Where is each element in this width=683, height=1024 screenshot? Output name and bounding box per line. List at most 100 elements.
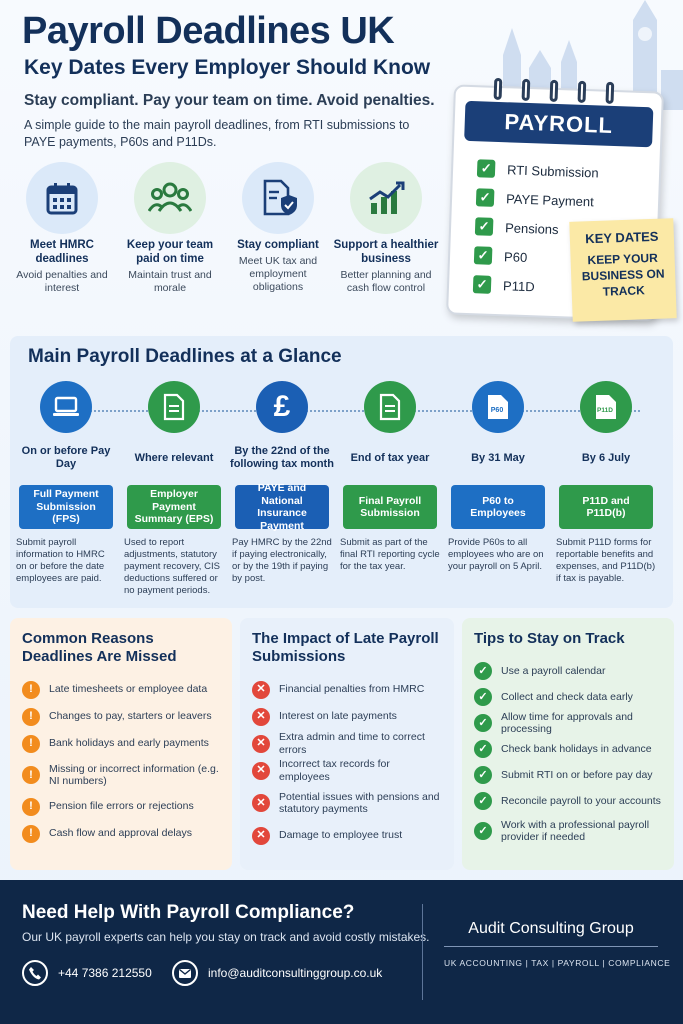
list-item-text: Reconcile payroll to your accounts	[501, 794, 661, 807]
growth-chart-icon	[350, 162, 422, 234]
benefit-desc: Meet UK tax and employment obligations	[238, 255, 318, 293]
deadline-desc: Pay HMRC by the 22nd if paying electroni…	[232, 537, 332, 584]
warning-icon: !	[22, 707, 40, 726]
warning-icon: !	[22, 797, 40, 816]
benefit-item: Meet HMRC deadlines Avoid penalties and …	[8, 162, 116, 295]
deadline-desc: Used to report adjustments, statutory pa…	[124, 537, 220, 596]
checklist-label: RTI Submission	[506, 161, 599, 180]
p11d-icon-label: P11D	[597, 407, 613, 414]
p11d-document-icon: P11D	[580, 381, 632, 433]
list-item: ✓ Use a payroll calendar	[474, 658, 662, 684]
clipboard-title: PAYROLL	[464, 100, 654, 148]
list-item-text: Potential issues with pensions and statu…	[279, 790, 440, 816]
benefit-title: Meet HMRC deadlines	[30, 239, 94, 265]
email-contact[interactable]: info@auditconsultinggroup.co.uk	[172, 960, 382, 986]
binder-ring-icon	[521, 78, 531, 102]
shield-document-icon	[242, 162, 314, 234]
list-item: ✓Collect and check data early	[474, 684, 662, 710]
checkmark-icon: ✓	[475, 188, 495, 207]
email-icon	[172, 960, 198, 986]
list-item-text: Late timesheets or employee data	[49, 683, 208, 696]
binder-ring-icon	[605, 81, 615, 104]
cross-icon: ✕	[252, 761, 270, 780]
brand-rule	[444, 946, 658, 947]
list-item-text: Damage to employee trust	[279, 829, 403, 842]
deadline-label: Full Payment Submission (FPS)	[19, 485, 113, 529]
benefit-desc: Avoid penalties and interest	[16, 269, 108, 294]
checklist-label: P11D	[502, 277, 535, 294]
warning-icon: !	[22, 824, 40, 843]
checklist-item: ✓PAYE Payment	[475, 188, 594, 210]
page-title: Payroll Deadlines UK	[22, 10, 395, 52]
document-icon	[364, 381, 416, 433]
warning-icon: !	[22, 680, 40, 699]
list-item-text: Extra admin and time to correct errors	[279, 731, 425, 756]
list-item: ✕ Incorrect tax records for employees	[252, 757, 442, 784]
list-item: ! Pension file errors or rejections	[22, 793, 220, 820]
benefit-title: Support a healthier business	[333, 239, 439, 265]
list-item-text: Submit RTI on or before pay day	[501, 768, 653, 781]
list-item: ✓Reconcile payroll to your accounts	[474, 788, 662, 814]
impact-title: The Impact of Late Payroll Submissions	[252, 630, 439, 665]
deadline-desc: Submit P11D forms for reportable benefit…	[556, 537, 656, 584]
benefit-item: Stay compliant Meet UK tax and employmen…	[224, 162, 332, 294]
deadline-date: Where relevant	[134, 451, 214, 464]
list-item-text: Cash flow and approval delays	[49, 827, 193, 840]
checklist-item: ✓RTI Submission	[476, 159, 599, 181]
list-item: ! Cash flow and approval delays	[22, 820, 220, 847]
page-subtitle: Key Dates Every Employer Should Know	[24, 56, 431, 79]
check-circle-icon: ✓	[474, 766, 492, 784]
intro-text: A simple guide to the main payroll deadl…	[24, 118, 410, 149]
list-item: ✕ Potential issues with pensions and stat…	[252, 784, 442, 822]
email-address[interactable]: info@auditconsultinggroup.co.uk	[208, 966, 383, 980]
tips-title: Tips to Stay on Track	[474, 630, 625, 647]
list-item: !Missing or incorrect information (e.g. …	[22, 757, 220, 793]
list-item: ! Changes to pay, starters or leavers	[22, 703, 220, 730]
list-item-text: Bank holidays and early payments	[49, 737, 209, 750]
deadline-item: £ By the 22nd of the following tax month…	[228, 381, 336, 585]
checkmark-icon: ✓	[472, 275, 492, 294]
pound-icon: £	[256, 381, 308, 433]
benefit-desc: Better planning and cash flow control	[340, 269, 432, 294]
footer: Need Help With Payroll Compliance? Our U…	[0, 880, 683, 1024]
sticky-note-title: KEY DATES	[585, 228, 659, 247]
footer-title: Need Help With Payroll Compliance?	[22, 902, 355, 923]
phone-contact[interactable]: +44 7386 212550	[22, 960, 152, 986]
benefit-item: Keep your team paid on time Maintain tru…	[116, 162, 224, 295]
list-item: ✕ Damage to employee trust	[252, 822, 442, 849]
benefit-item: Support a healthier business Better plan…	[332, 162, 440, 295]
list-item: ✕Financial penalties from HMRC	[252, 676, 442, 703]
deadline-item: End of tax year Final Payroll Submission…	[336, 381, 444, 573]
cross-icon: ✕	[252, 826, 270, 845]
list-item-text: Pension file errors or rejections	[49, 800, 194, 813]
cross-icon: ✕	[252, 707, 270, 726]
cross-icon: ✕	[252, 794, 270, 812]
checkmark-icon: ✓	[474, 217, 494, 236]
deadlines-title: Main Payroll Deadlines at a Glance	[28, 346, 342, 367]
list-item-text: Changes to pay, starters or leavers	[49, 710, 212, 723]
service-tags: UK ACCOUNTING | TAX | PAYROLL | COMPLIAN…	[444, 958, 671, 968]
list-item-text: Interest on late payments	[279, 710, 397, 723]
document-icon	[148, 381, 200, 433]
check-circle-icon: ✓	[474, 740, 492, 758]
list-item-text: Use a payroll calendar	[501, 664, 606, 677]
list-item-text: Check bank holidays in advance	[501, 742, 652, 755]
deadline-desc: Provide P60s to all employees who are on…	[448, 537, 544, 572]
list-item-text: Incorrect tax records for employees	[279, 758, 390, 783]
phone-icon	[22, 960, 48, 986]
cross-icon: ✕	[252, 734, 270, 753]
check-circle-icon: ✓	[474, 662, 492, 680]
deadline-label: P60 to Employees	[451, 485, 545, 529]
list-item-text: Collect and check data early	[501, 690, 633, 703]
sticky-note: KEY DATES KEEP YOUR BUSINESS ON TRACK	[569, 218, 677, 322]
checklist-label: Pensions	[504, 219, 559, 237]
deadline-date: End of tax year	[350, 451, 430, 464]
check-circle-icon: ✓	[474, 822, 492, 840]
tagline: Stay compliant. Pay your team on time. A…	[24, 92, 435, 109]
deadlines-panel: Main Payroll Deadlines at a Glance On or…	[10, 336, 673, 608]
deadline-label: Employer Payment Summary (EPS)	[127, 485, 221, 529]
deadline-date: By the 22nd of the following tax month	[230, 445, 334, 470]
phone-number[interactable]: +44 7386 212550	[58, 966, 152, 980]
checklist-item: ✓P60	[473, 246, 528, 266]
